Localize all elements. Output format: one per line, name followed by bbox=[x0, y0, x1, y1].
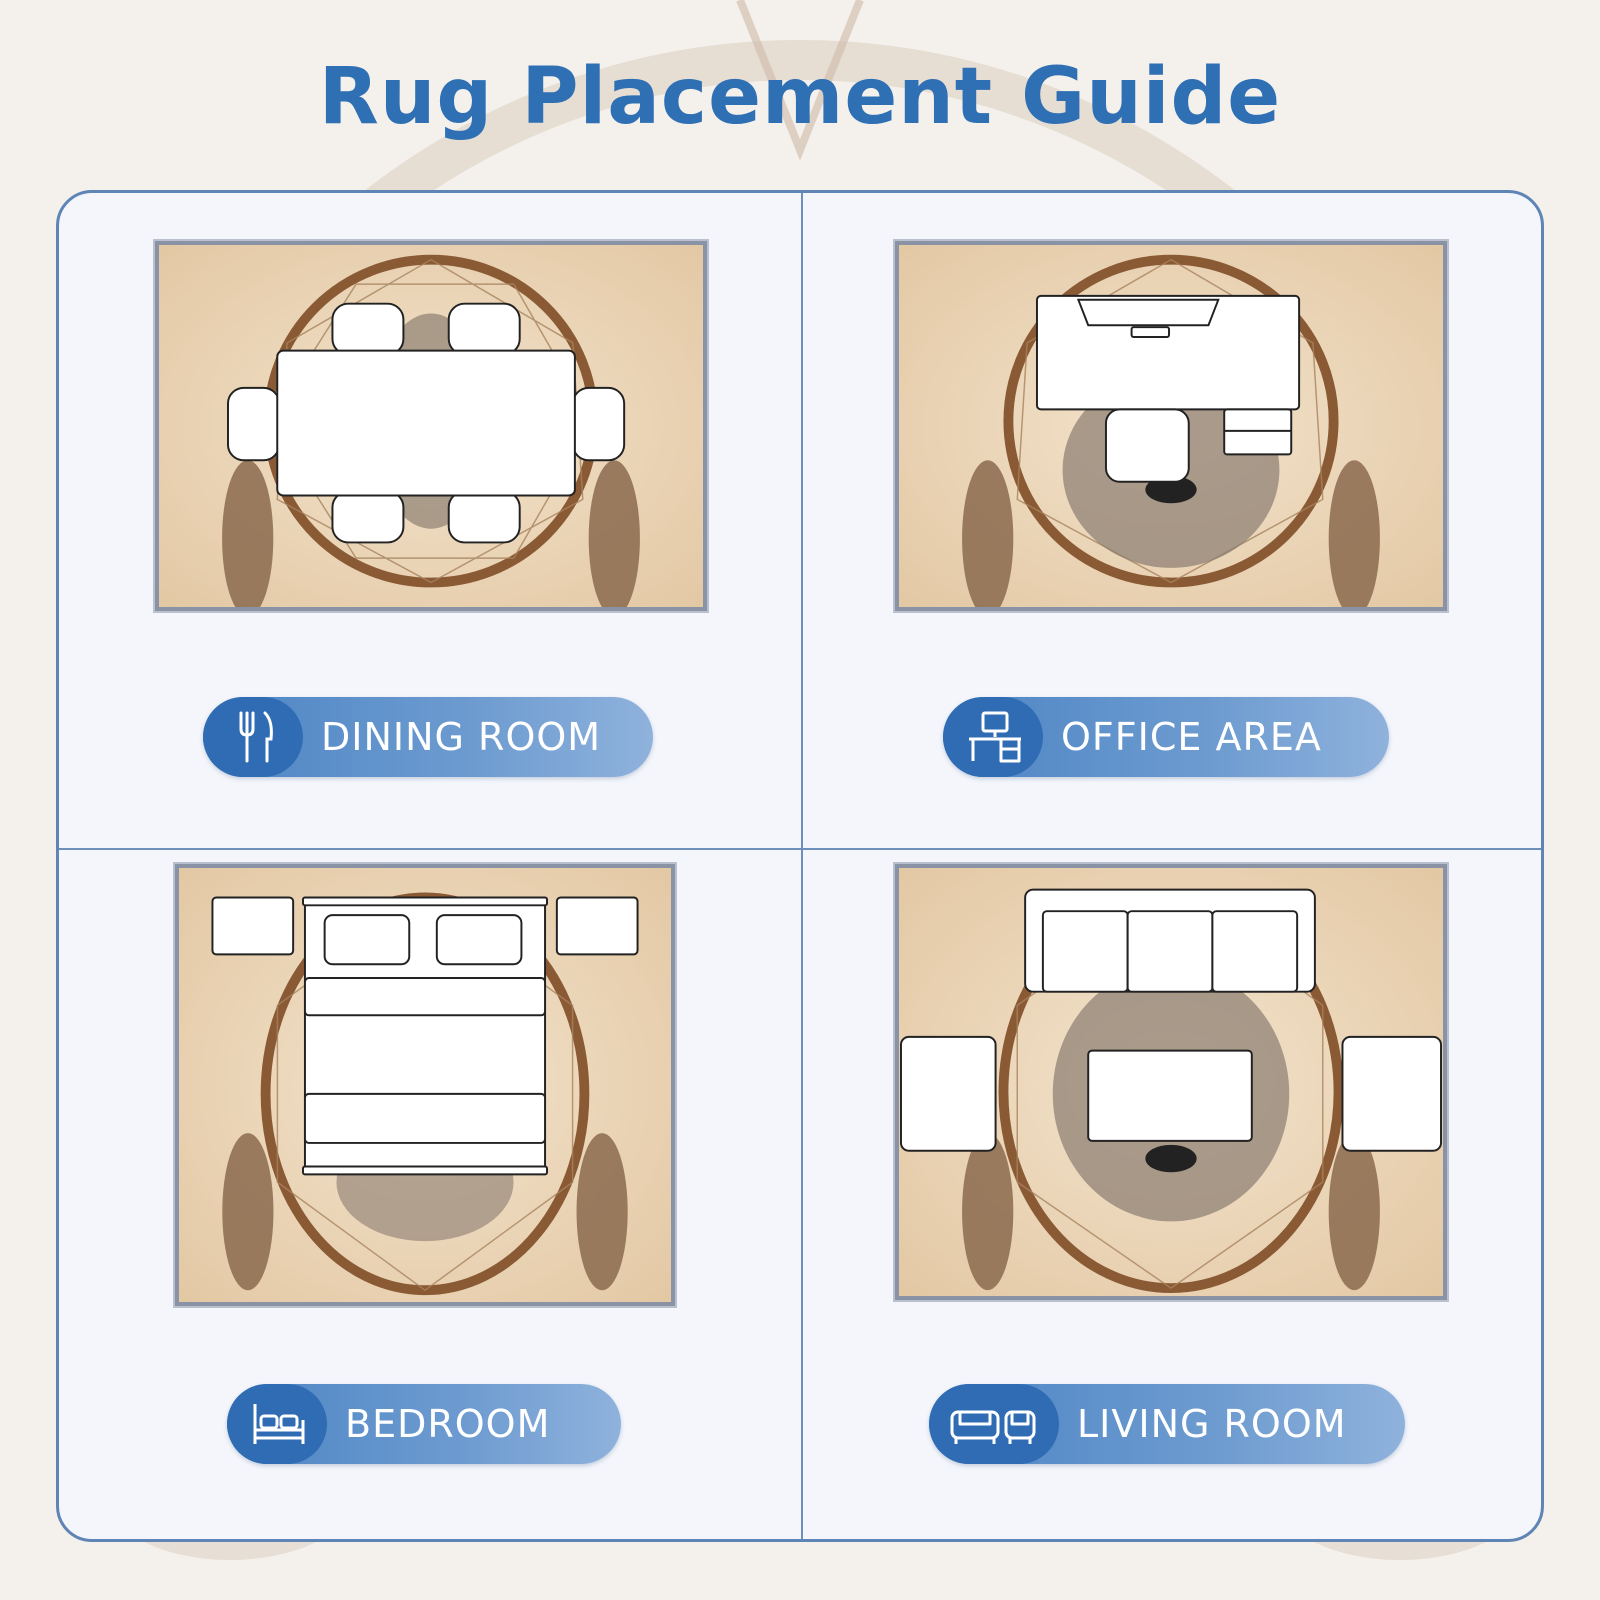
cell-dining-room: DINING ROOM bbox=[59, 193, 801, 848]
divider-vertical bbox=[801, 193, 803, 1539]
fork-knife-icon bbox=[239, 711, 273, 763]
bed-icon bbox=[253, 1404, 305, 1444]
rug-bedroom bbox=[175, 864, 675, 1306]
rug-dining-room bbox=[155, 241, 707, 611]
room-pill-office[interactable]: OFFICE AREA bbox=[943, 697, 1389, 777]
room-label: LIVING ROOM bbox=[1077, 1402, 1347, 1446]
room-label: DINING ROOM bbox=[321, 715, 602, 759]
room-pill-dining[interactable]: DINING ROOM bbox=[203, 697, 653, 777]
desk-computer-icon bbox=[969, 711, 1021, 763]
divider-horizontal bbox=[59, 848, 1541, 850]
cell-office-area: OFFICE AREA bbox=[803, 193, 1541, 848]
room-pill-bedroom[interactable]: BEDROOM bbox=[227, 1384, 621, 1464]
rug-living-room bbox=[895, 864, 1447, 1300]
cell-bedroom: BEDROOM bbox=[59, 850, 801, 1505]
room-label: BEDROOM bbox=[345, 1402, 551, 1446]
page-title: Rug Placement Guide bbox=[318, 52, 1282, 142]
cell-living-room: LIVING ROOM bbox=[803, 850, 1541, 1505]
guide-panel: DINING ROOM bbox=[56, 190, 1544, 1542]
room-pill-living[interactable]: LIVING ROOM bbox=[929, 1384, 1405, 1464]
sofa-armchair-icon bbox=[950, 1410, 1036, 1444]
rug-office-area bbox=[895, 241, 1447, 611]
room-label: OFFICE AREA bbox=[1061, 715, 1322, 759]
